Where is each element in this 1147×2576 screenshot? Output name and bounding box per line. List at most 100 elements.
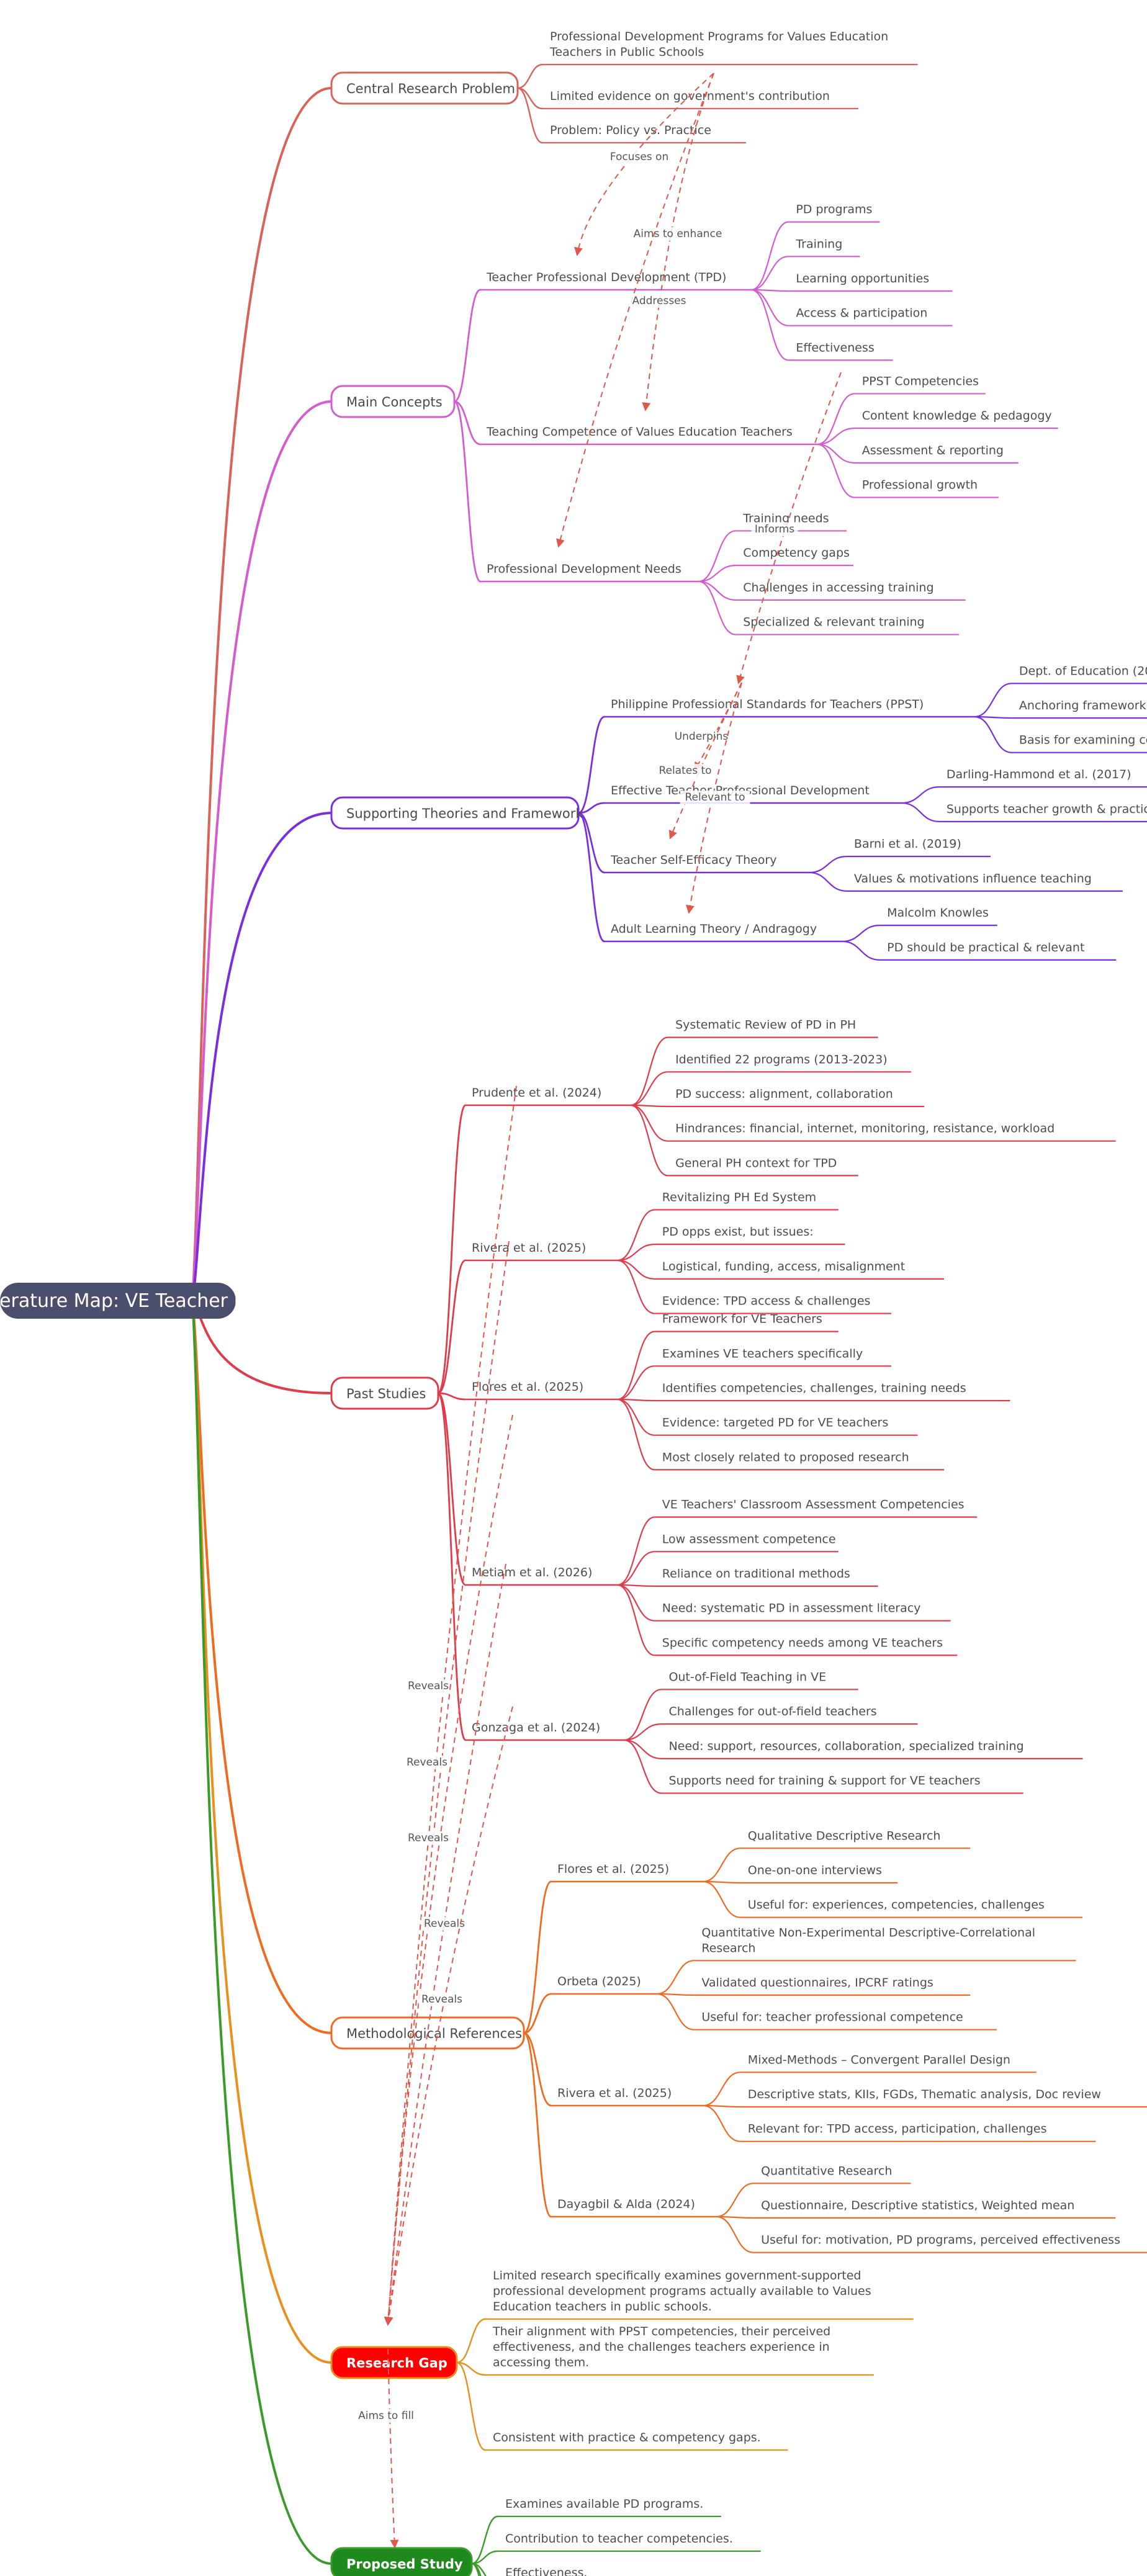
connector-line [751, 221, 789, 291]
relation-arrow [387, 2348, 399, 2549]
leaf-item-hindrances-financial-internet-monitoring: Hindrances: financial, internet, monitor… [675, 1122, 1055, 1136]
connector-line [698, 580, 736, 635]
leaf-item-pd-opps-exist-but-issues: PD opps exist, but issues: [662, 1225, 814, 1239]
leaf-item-challenges-for-out-of-field-teachers: Challenges for out-of-field teachers [668, 1705, 876, 1718]
connector-line [703, 2071, 740, 2107]
leaf-item-quantitative-research: Quantitative Research [761, 2164, 892, 2178]
relation-label: Reveals [421, 1993, 462, 2006]
leaf-item-effectiveness: Effectiveness [796, 341, 874, 354]
leaf-item-systematic-review-of-pd-in-ph: Systematic Review of PD in PH [675, 1018, 856, 1032]
connector-line [456, 2318, 486, 2364]
leaf-item-need-systematic-pd-in-assessment-literac: Need: systematic PD in assessment litera… [662, 1602, 921, 1615]
connector-line [523, 2032, 552, 2218]
branch-connector [191, 1300, 332, 2565]
leaf-item-darling-hammond-et-al-2017: Darling-Hammond et al. (2017) [947, 768, 1131, 781]
relation-label-bg [751, 523, 798, 536]
branch-label-proposed-study: Proposed Study [346, 2557, 463, 2572]
connector-line [974, 683, 1012, 718]
connector-line [517, 63, 543, 89]
relation-label: Focuses on [610, 151, 668, 163]
leaf-item-low-assessment-competence: Low assessment competence [662, 1532, 836, 1546]
sub-topic-rivera-et-al-2025[interactable]: Rivera et al. (2025) [557, 2086, 672, 2100]
relation-arrow [384, 1414, 513, 2326]
leaf-item-malcolm-knowles: Malcolm Knowles [887, 906, 989, 920]
branch-connector [191, 87, 332, 1301]
connector-line [456, 2361, 486, 2451]
sub-topic-orbeta-2025[interactable]: Orbeta (2025) [557, 1975, 641, 1988]
relation-label-bg [418, 1993, 466, 2006]
sub-topic-flores-et-al-2025[interactable]: Flores et al. (2025) [472, 1380, 583, 1394]
relation-label-bg [405, 1831, 452, 1845]
connector-line [437, 1392, 467, 1741]
leaf-item-quantitative-non-experimental-descriptiv: Quantitative Non-Experimental Descriptiv… [701, 1926, 1035, 1955]
leaf-item-questionnaire-descriptive-statistics-wei: Questionnaire, Descriptive statistics, W… [761, 2199, 1074, 2212]
leaf-item-their-alignment-with-ppst-competencies-t: Their alignment with PPST competencies, … [492, 2325, 830, 2369]
leaf-item-assessment-reporting: Assessment & reporting [862, 444, 1004, 457]
sub-topic-philippine-professional-standards-for-te[interactable]: Philippine Professional Standards for Te… [611, 698, 924, 711]
leaf-item-pd-programs: PD programs [796, 203, 872, 217]
branch-node-methodological-references[interactable] [330, 2016, 525, 2050]
sub-topic-metiam-et-al-2026[interactable]: Metiam et al. (2026) [472, 1566, 592, 1579]
relation-label: Reveals [407, 1756, 448, 1769]
branch-node-proposed-study[interactable] [330, 2547, 473, 2576]
sub-topic-adult-learning-theory-andragogy[interactable]: Adult Learning Theory / Andragogy [611, 922, 817, 936]
connector-line [901, 786, 939, 804]
branch-node-supporting-theories-and-framework[interactable] [330, 796, 580, 830]
connector-line [698, 565, 736, 583]
relation-label: Relevant to [685, 791, 745, 804]
leaf-item-professional-development-programs-for-va: Professional Development Programs for Va… [549, 30, 888, 59]
branch-label-main-concepts: Main Concepts [346, 395, 443, 410]
leaf-item-evidence-targeted-pd-for-ve-teachers: Evidence: targeted PD for VE teachers [662, 1416, 888, 1430]
sub-topic-teaching-competence-of-values-education-[interactable]: Teaching Competence of Values Education … [486, 425, 793, 439]
sub-topic-rivera-et-al-2025[interactable]: Rivera et al. (2025) [472, 1241, 586, 1255]
connector-line [617, 1331, 655, 1401]
sub-topic-dayagbil-alda-2024[interactable]: Dayagbil & Alda (2024) [557, 2197, 695, 2211]
leaf-item-revitalizing-ph-ed-system: Revitalizing PH Ed System [662, 1190, 816, 1204]
branch-label-supporting-theories-and-framework: Supporting Theories and Framework [346, 806, 583, 821]
leaf-item-professional-growth: Professional growth [862, 478, 978, 492]
relation-label: Reveals [408, 1680, 449, 1692]
branch-node-central-research-problem[interactable] [330, 71, 519, 105]
branch-label-research-gap: Research Gap [346, 2356, 448, 2371]
leaf-item-dept-of-education-2017: Dept. of Education (2017) [1019, 664, 1147, 678]
connector-line [703, 1847, 740, 1883]
sub-topic-professional-development-needs[interactable]: Professional Development Needs [487, 562, 681, 576]
connector-line [454, 289, 481, 403]
branch-node-past-studies[interactable] [330, 1376, 439, 1410]
relation-label-bg [403, 1756, 451, 1769]
relation-label-bg [607, 150, 672, 164]
leaf-item-relevant-for-tpd-access-participation-ch: Relevant for: TPD access, participation,… [748, 2122, 1047, 2136]
root-node[interactable] [0, 1283, 236, 1319]
sub-topic-teacher-self-efficacy-theory[interactable]: Teacher Self-Efficacy Theory [610, 853, 776, 867]
sub-topic-prudente-et-al-2024[interactable]: Prudente et al. (2024) [472, 1086, 601, 1100]
connector-line [624, 1723, 662, 1741]
root-node-label: Literature Map: VE Teacher PD [0, 1290, 259, 1312]
leaf-item-examines-available-pd-programs: Examines available PD programs. [505, 2497, 703, 2511]
relation-label: Aims to enhance [634, 228, 722, 240]
connector-line [578, 812, 605, 874]
leaf-item-useful-for-motivation-pd-programs-percei: Useful for: motivation, PD programs, per… [761, 2233, 1120, 2247]
connector-line [523, 1993, 552, 2034]
connector-line [630, 1104, 668, 1142]
relation-label: Addresses [632, 295, 686, 307]
leaf-item-most-closely-related-to-proposed-researc: Most closely related to proposed researc… [662, 1450, 909, 1464]
leaf-item-learning-opportunities: Learning opportunities [796, 272, 929, 285]
branch-node-main-concepts[interactable] [330, 385, 456, 418]
branch-node-research-gap[interactable] [330, 2346, 458, 2379]
leaf-item-supports-need-for-training-support-for-v: Supports need for training & support for… [668, 1774, 980, 1788]
leaf-item-examines-ve-teachers-specifically: Examines VE teachers specifically [662, 1347, 863, 1360]
connector-line [578, 812, 605, 943]
connector-line [454, 400, 481, 446]
relation-arrow [668, 682, 742, 840]
sub-topic-flores-et-al-2025[interactable]: Flores et al. (2025) [557, 1862, 669, 1876]
connector-line [630, 1071, 668, 1106]
connector-line [438, 1392, 466, 1586]
leaf-item-one-on-one-interviews: One-on-one interviews [748, 1864, 882, 1877]
sub-topic-teacher-professional-development-tpd[interactable]: Teacher Professional Development (TPD) [486, 271, 726, 284]
connector-line [437, 1104, 467, 1394]
connector-line [751, 256, 789, 291]
leaf-item-ppst-competencies: PPST Competencies [862, 374, 979, 388]
connector-line [517, 87, 543, 144]
sub-topic-gonzaga-et-al-2024[interactable]: Gonzaga et al. (2024) [472, 1721, 600, 1735]
leaf-item-general-ph-context-for-tpd: General PH context for TPD [675, 1156, 837, 1170]
